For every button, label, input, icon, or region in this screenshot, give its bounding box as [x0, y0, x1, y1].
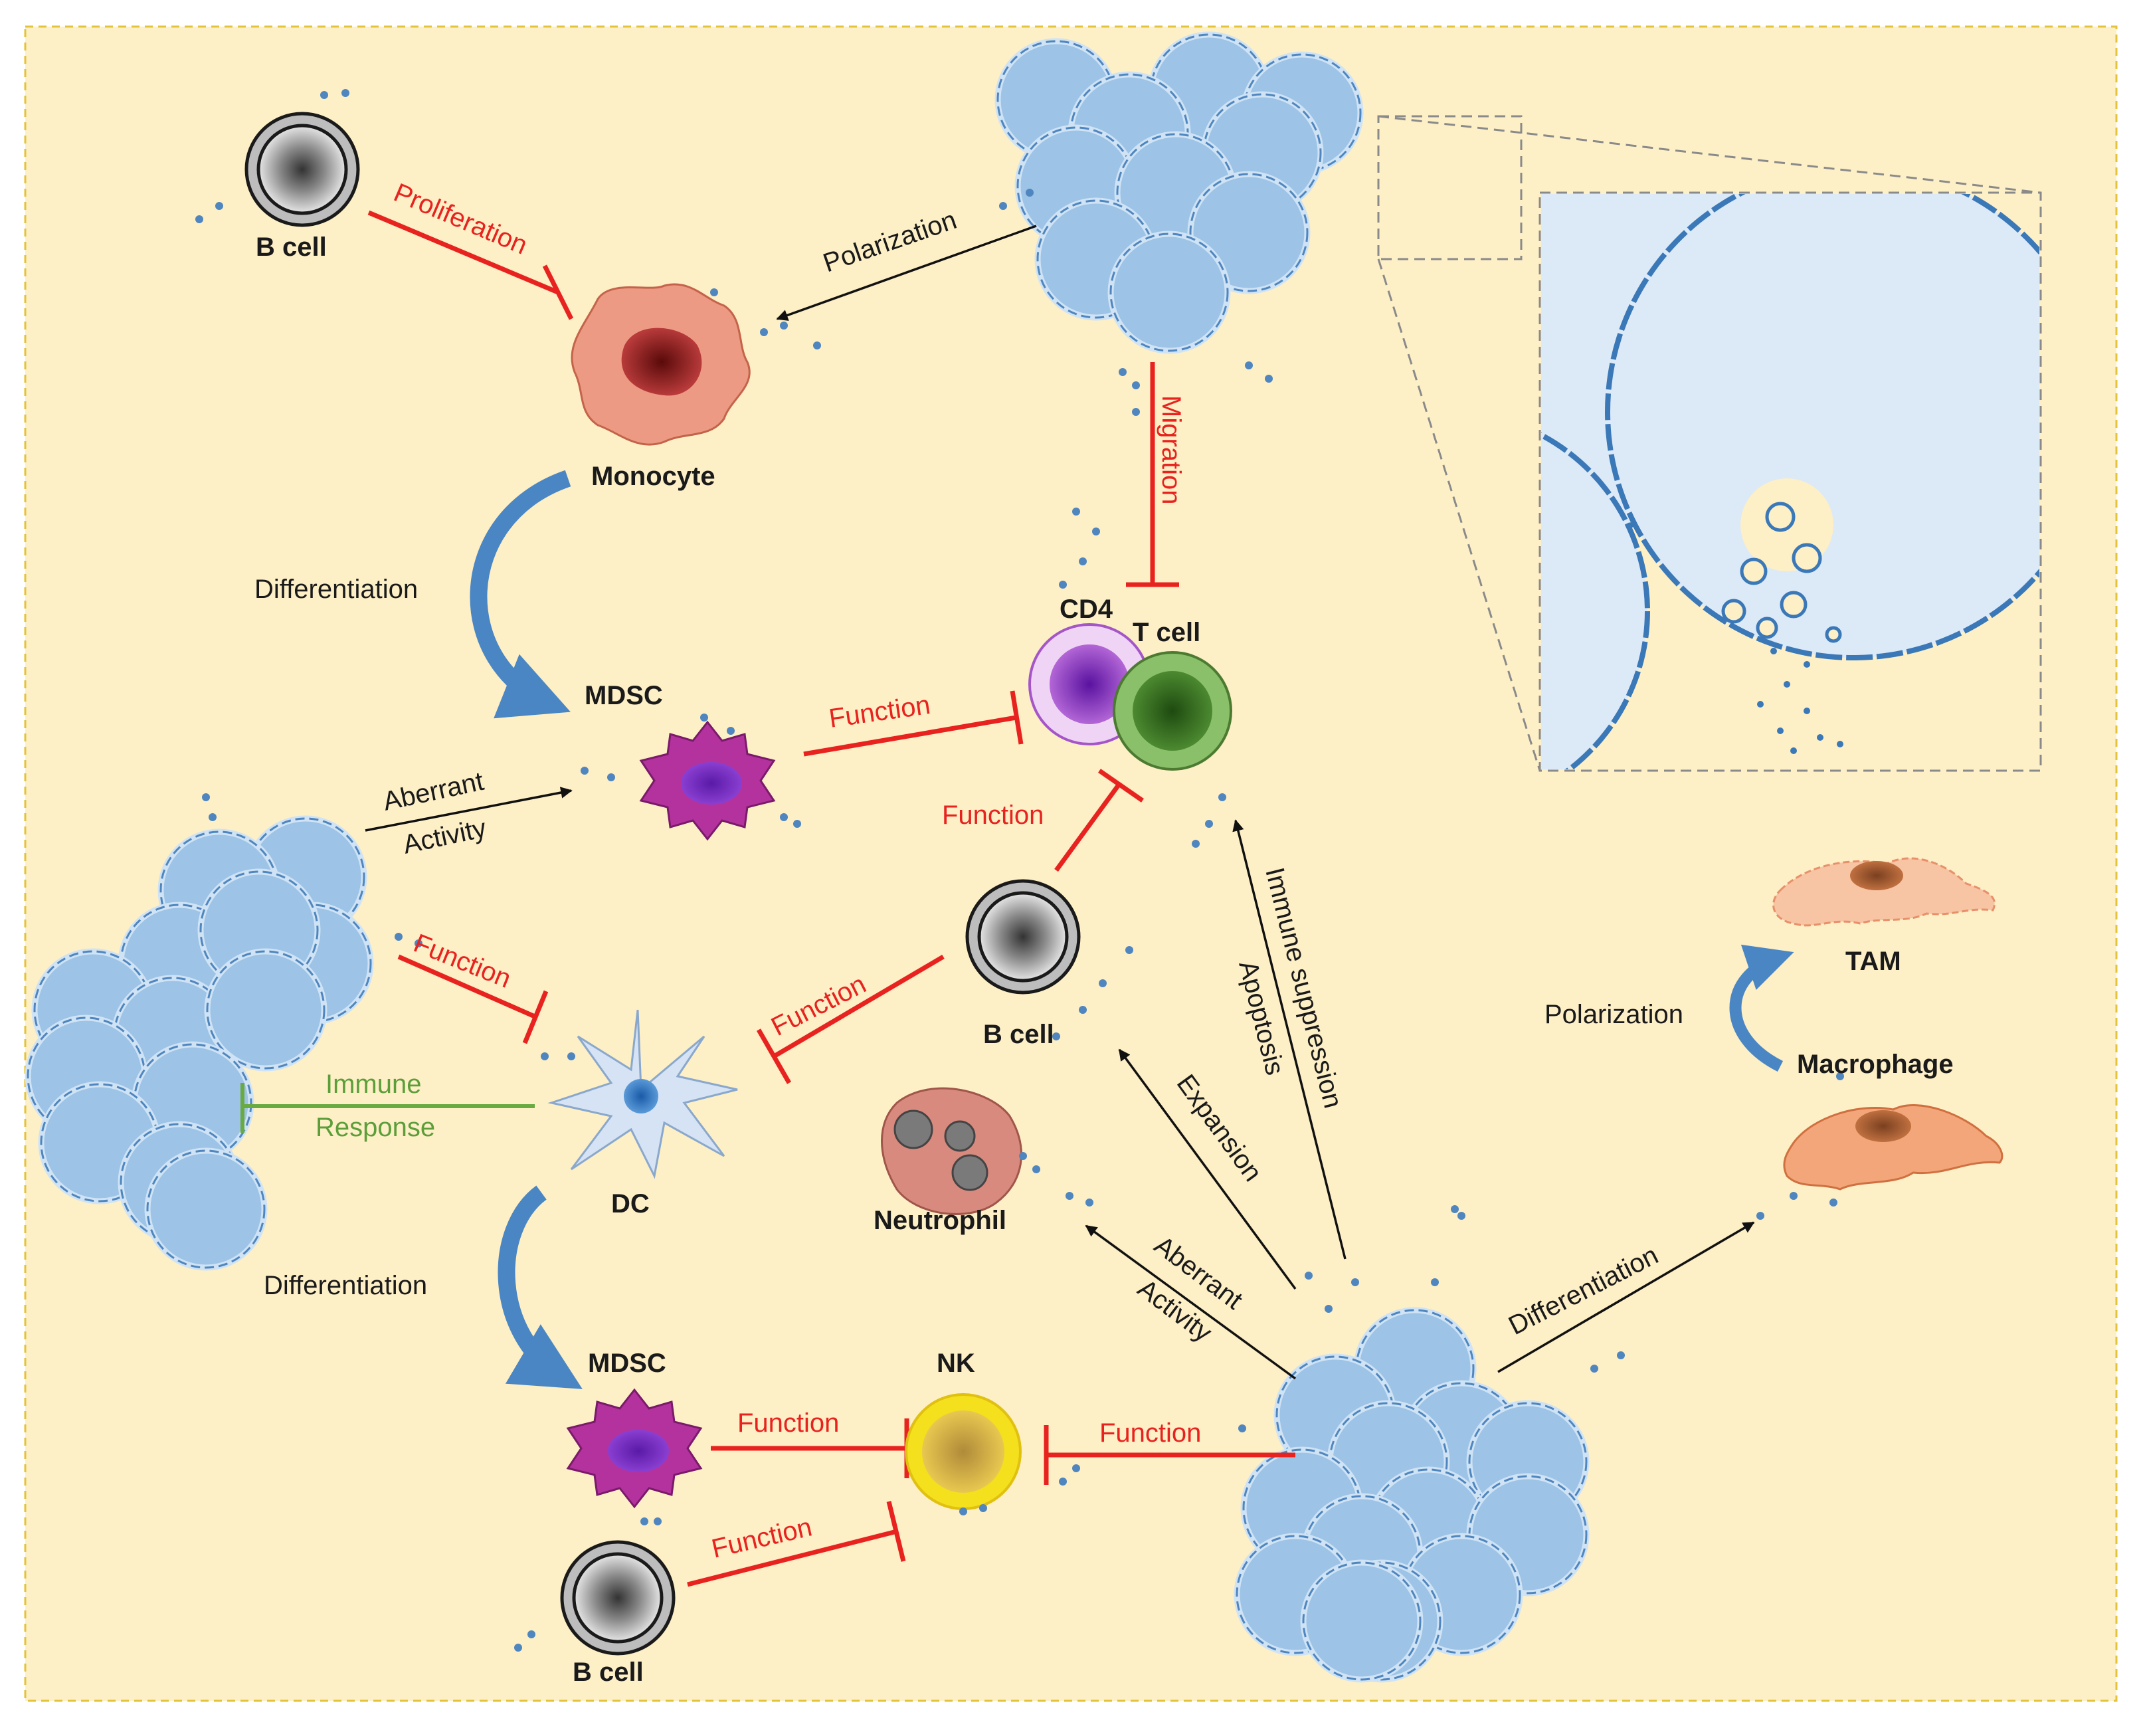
migration-label: Migration: [1157, 395, 1186, 505]
aberrant-activity-arrow-2: [1085, 1224, 1297, 1380]
function-tumor-nk-inhibition: [1044, 1425, 1295, 1485]
function-tumor-nk-label: Function: [1099, 1418, 1201, 1448]
differentiation-monocyte-arrow: [470, 470, 571, 719]
proliferation-inhibition: [367, 210, 574, 320]
function-bcell-nk-inhibition: [687, 1501, 906, 1587]
mdsc-mid-label: MDSC: [585, 681, 663, 710]
immune-suppression-arrow: [1232, 819, 1347, 1260]
macrophage-label: Macrophage: [1797, 1050, 1954, 1079]
expansion-arrow: [1118, 1048, 1297, 1290]
polarization-macrophage-arrow: [1729, 944, 1794, 1072]
exosome-zoom-icon: [1377, 115, 2042, 772]
neutrophil-icon: [881, 1087, 1022, 1215]
function-mdsc-nk-label: Function: [737, 1408, 839, 1438]
t-cell-icon: [1113, 651, 1232, 771]
exosome-dots: [195, 89, 1844, 1652]
monocyte-icon: [571, 283, 751, 446]
polarization-mac-label: Polarization: [1544, 1000, 1683, 1029]
differentiation-dc-label: Differentiation: [264, 1271, 427, 1300]
b-cell-top-label: B cell: [256, 233, 327, 262]
mdsc-bottom-label: MDSC: [588, 1349, 666, 1378]
differentiation-macrophage-arrow: [1497, 1221, 1755, 1373]
dc-label: DC: [611, 1189, 650, 1218]
immune-response-inhibition: [240, 1083, 535, 1133]
monocyte-label: Monocyte: [591, 462, 715, 491]
aberrant-activity-arrow-1: [365, 787, 573, 832]
tam-icon: [1772, 857, 1996, 927]
function-mdsc-tcell-inhibition: [803, 690, 1024, 757]
neutrophil-label: Neutrophil: [874, 1206, 1006, 1235]
migration-inhibition: [1126, 362, 1179, 587]
nk-cell-icon: [905, 1393, 1022, 1510]
cd4-label: CD4: [1060, 595, 1113, 624]
b-cell-icon: [967, 881, 1079, 993]
b-cell-icon: [562, 1542, 674, 1654]
function-tumor-dc-inhibition: [397, 954, 549, 1044]
b-cell-mid-label: B cell: [983, 1020, 1054, 1049]
nk-label: NK: [937, 1349, 975, 1378]
polarization-arrow: [776, 225, 1037, 321]
b-cell-bottom-label: B cell: [573, 1658, 644, 1687]
function-b-t-label: Function: [942, 801, 1044, 830]
function-bcell-dc-inhibition: [756, 954, 945, 1084]
function-bcell-tcell-inhibition: [1054, 769, 1144, 872]
immune-label: Immune: [326, 1070, 422, 1099]
b-cell-icon: [246, 114, 358, 225]
tam-label: TAM: [1845, 947, 1901, 976]
dendritic-cell-icon: [547, 1009, 738, 1179]
response-label: Response: [316, 1113, 435, 1142]
macrophage-icon: [1783, 1104, 2003, 1191]
t-cell-label: T cell: [1133, 618, 1200, 647]
differentiation-dc-arrow: [498, 1185, 583, 1389]
differentiation-top-label: Differentiation: [254, 575, 418, 604]
